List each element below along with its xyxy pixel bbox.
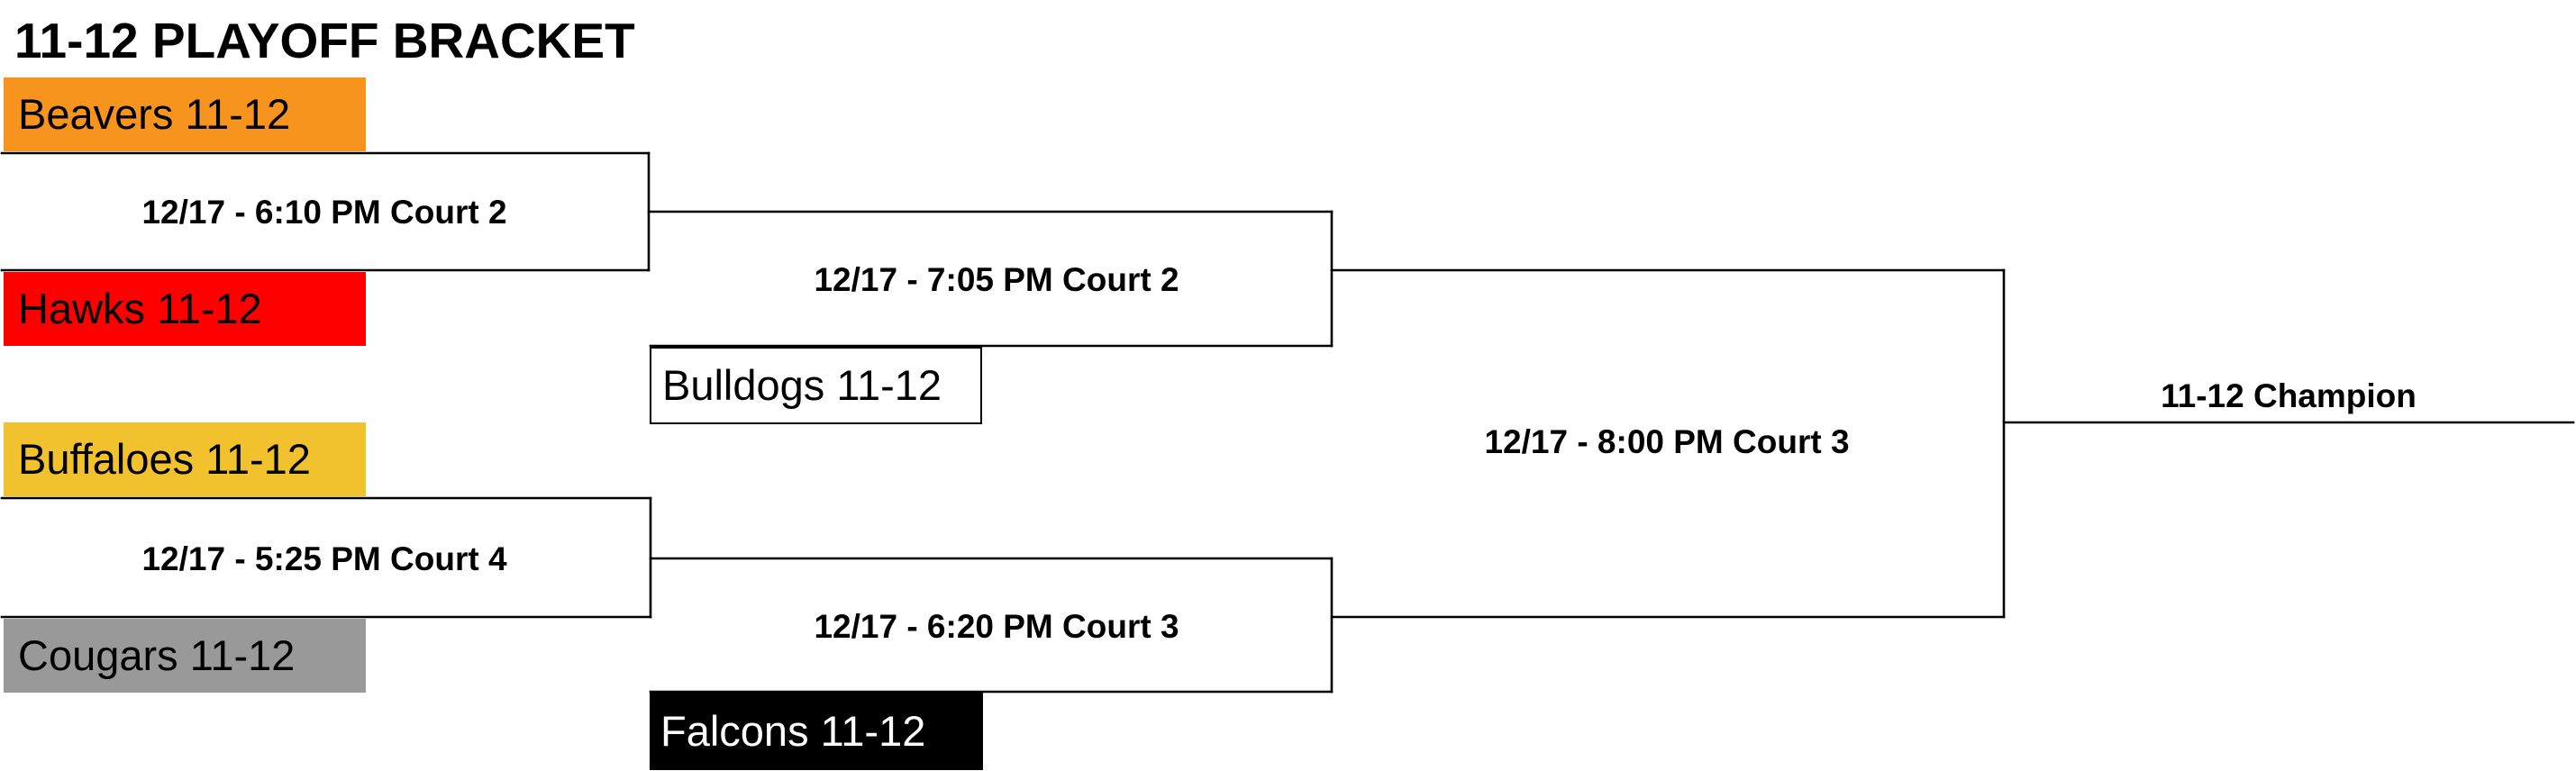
game-4-connector: [649, 557, 2006, 694]
team-beavers: Beavers 11-12: [4, 77, 366, 151]
team-hawks: Hawks 11-12: [4, 272, 366, 346]
team-bulldogs: Bulldogs 11-12: [650, 347, 982, 424]
game-3-label: 12/17 - 7:05 PM Court 2: [814, 261, 1179, 298]
game-4-label: 12/17 - 6:20 PM Court 3: [814, 608, 1179, 645]
game-1-label: 12/17 - 6:10 PM Court 2: [141, 194, 506, 231]
game-2-label: 12/17 - 5:25 PM Court 4: [141, 540, 507, 577]
final-connector: [2002, 268, 2575, 619]
final-game-label: 12/17 - 8:00 PM Court 3: [1484, 423, 1849, 460]
bracket-title: 11-12 PLAYOFF BRACKET: [14, 13, 635, 68]
game-1-connector: [0, 151, 1334, 272]
champion-label: 11-12 Champion: [2161, 377, 2417, 414]
team-buffaloes: Buffaloes 11-12: [4, 422, 366, 496]
game-2-connector: [0, 496, 1334, 619]
team-cougars: Cougars 11-12: [4, 619, 366, 693]
team-falcons: Falcons 11-12: [650, 693, 983, 770]
game-3-connector: [649, 210, 2006, 348]
